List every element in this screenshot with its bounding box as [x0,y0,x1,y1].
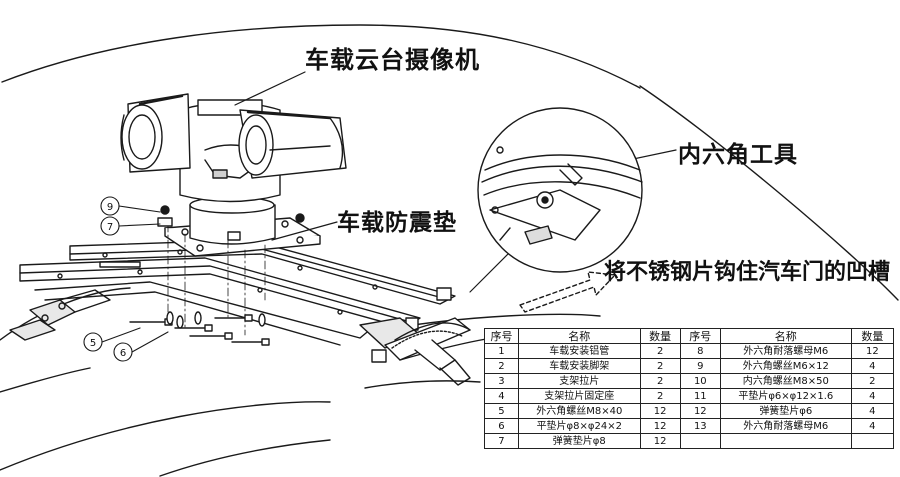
header-no-2: 序号 [679,328,721,344]
table-cell: 内六角螺丝M8×50 [719,373,852,389]
table-cell: 5 [484,403,519,419]
table-cell: 12 [679,403,721,419]
table-cell: 2 [639,373,681,389]
balloon-5: 5 [90,338,96,349]
table-cell: 4 [850,358,895,374]
table-cell: 9 [679,358,721,374]
table-cell: 外六角螺丝M6×12 [719,358,852,374]
table-cell: 6 [484,418,519,434]
pad-callout: 车载防震垫 [337,210,457,236]
table-cell: 2 [484,358,519,374]
tool-callout: 内六角工具 [678,142,798,168]
mounting-rails [19,239,456,346]
header-name-2: 名称 [719,328,852,344]
header-qty-2: 数量 [850,328,895,344]
table-cell: 12 [639,418,681,434]
bolts [129,205,305,346]
table-cell: 弹簧垫片φ6 [719,403,852,419]
table-cell: 外六角螺丝M8×40 [517,403,641,419]
right-foot-bracket [359,317,471,386]
balloon-6: 6 [120,348,126,359]
table-cell: 11 [679,388,721,404]
balloon-9: 9 [107,202,113,213]
table-cell: 2 [850,373,895,389]
ptz-camera [120,93,347,203]
camera-callout: 车载云台摄像机 [305,46,480,74]
camera-base [189,196,276,245]
table-cell: 2 [639,388,681,404]
table-cell: 7 [484,433,519,449]
groove-arrow [519,271,616,313]
header-name: 名称 [517,328,641,344]
table-cell: 车载安装铝管 [517,343,641,359]
table-cell: 13 [679,418,721,434]
table-cell: 12 [850,343,895,359]
table-cell: 10 [679,373,721,389]
table-cell: 4 [850,403,895,419]
table-cell: 2 [639,343,681,359]
table-cell: 外六角耐落螺母M6 [719,418,852,434]
table-cell: 1 [484,343,519,359]
detail-view [477,107,643,273]
table-cell: 3 [484,373,519,389]
table-cell [850,433,895,449]
table-cell [719,433,852,449]
table-cell: 支架拉片 [517,373,641,389]
table-cell: 4 [484,388,519,404]
left-foot-bracket [9,289,111,341]
table-cell: 车载安装脚架 [517,358,641,374]
table-cell: 平垫片φ6×φ12×1.6 [719,388,852,404]
table-cell: 4 [850,418,895,434]
header-qty: 数量 [639,328,681,344]
table-cell: 12 [639,403,681,419]
table-cell [679,433,721,449]
table-header-row: 序号 名称 数量 序号 名称 数量 [484,328,895,344]
balloon-markers [83,196,169,362]
table-cell: 12 [639,433,681,449]
hook-callout: 将不锈钢片钩住汽车门的凹槽 [604,260,891,285]
table-cell: 弹簧垫片φ8 [517,433,641,449]
table-cell: 8 [679,343,721,359]
table-cell: 4 [850,388,895,404]
table-cell: 支架拉片固定座 [517,388,641,404]
balloon-7: 7 [107,222,113,233]
table-cell: 平垫片φ8×φ24×2 [517,418,641,434]
table-cell: 2 [639,358,681,374]
header-no: 序号 [484,328,519,344]
table-cell: 外六角耐落螺母M6 [719,343,852,359]
